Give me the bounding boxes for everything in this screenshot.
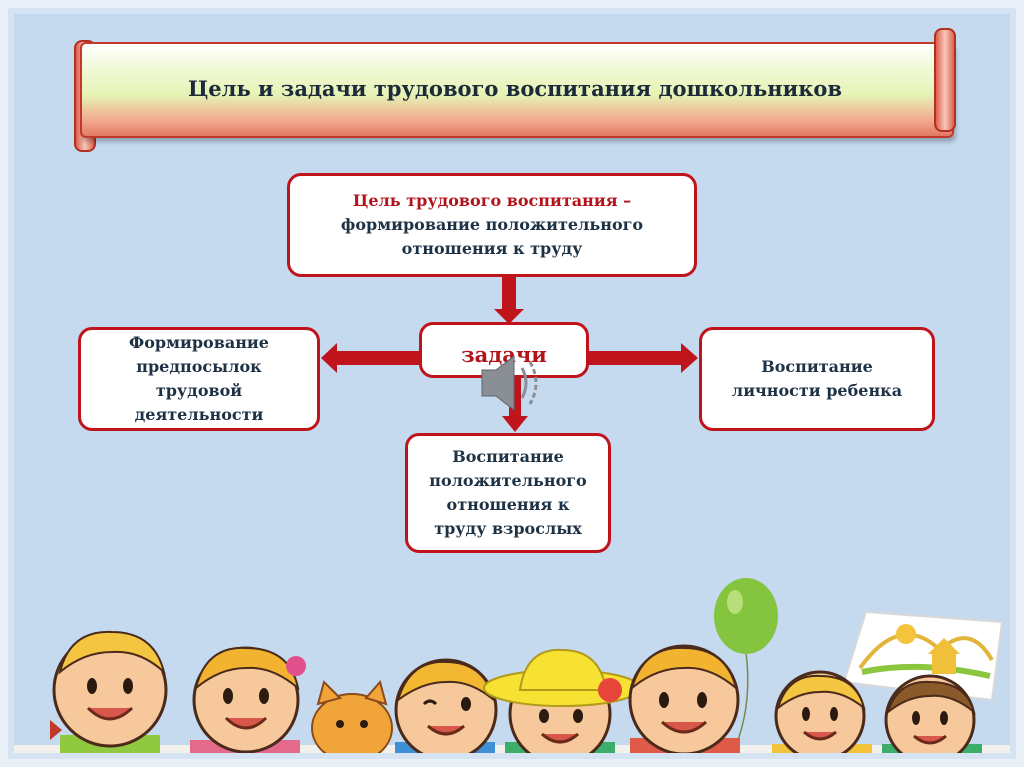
goal-box: Цель трудового воспитания – формирование… (287, 173, 697, 277)
right-task-line-2: личности ребенка (731, 381, 903, 400)
arrow-goal-to-tasks (494, 277, 524, 324)
tasks-label: задачи (461, 342, 547, 367)
bottom-task-line-4: труду взрослых (434, 519, 582, 538)
left-task-box: Формирование предпосылок трудовой деятел… (78, 327, 320, 431)
scroll-roll-right (934, 28, 956, 132)
bottom-task-line-3: отношения к (446, 495, 570, 514)
play-arrow-icon[interactable] (50, 720, 62, 740)
right-task-box: Воспитание личности ребенка (699, 327, 935, 431)
left-task-line-3: трудовой (155, 381, 243, 400)
bottom-task-line-2: положительного (429, 471, 587, 490)
title-scroll-banner (80, 42, 954, 138)
right-task-line-1: Воспитание (761, 357, 873, 376)
left-task-line-2: предпосылок (136, 357, 262, 376)
arrow-tasks-to-right (589, 343, 698, 373)
bottom-task-line-1: Воспитание (452, 447, 564, 466)
goal-line-1: Цель трудового воспитания – (352, 191, 632, 210)
goal-line-2: формирование положительного (340, 215, 644, 234)
goal-line-3: отношения к труду (401, 239, 583, 258)
left-task-line-1: Формирование (129, 333, 269, 352)
left-task-line-4: деятельности (134, 405, 264, 424)
bottom-task-box: Воспитание положительного отношения к тр… (405, 433, 611, 553)
slide-title: Цель и задачи трудового воспитания дошко… (188, 75, 842, 101)
arrow-tasks-to-left (321, 343, 419, 373)
speaker-icon[interactable] (481, 354, 538, 412)
